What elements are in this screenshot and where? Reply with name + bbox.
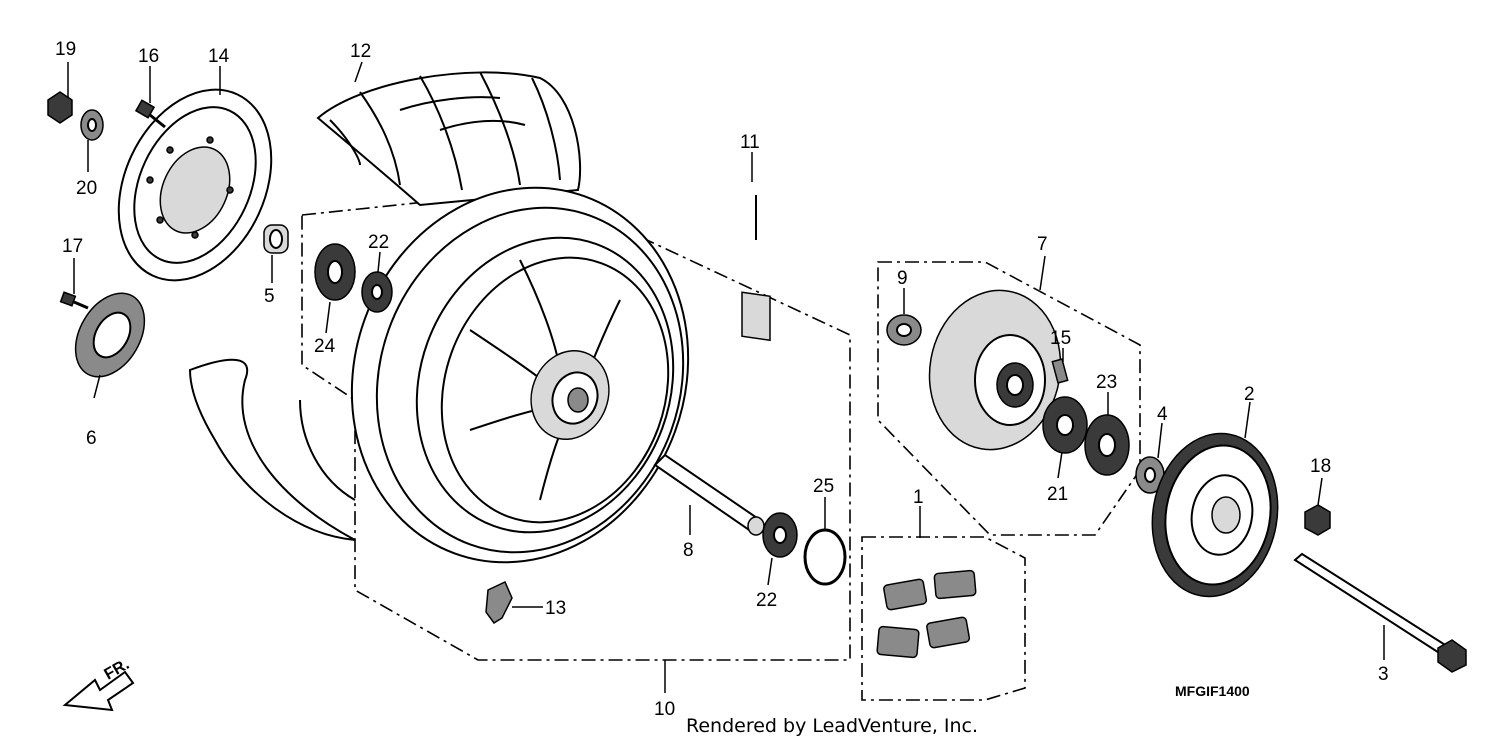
brake-disc <box>117 88 273 282</box>
callout-24: 24 <box>314 336 336 357</box>
rear-wheel <box>350 186 690 564</box>
final-driven-sprocket <box>1151 432 1279 598</box>
callout-16: 16 <box>138 46 159 67</box>
callout-21: 21 <box>1047 484 1068 505</box>
callout-10: 10 <box>654 699 675 720</box>
bolt-16 <box>134 99 156 119</box>
axle-hardware <box>1293 504 1467 673</box>
hub-flange <box>886 289 1165 494</box>
callout-4: 4 <box>1157 404 1168 425</box>
tire-lower-section <box>188 358 356 541</box>
nut-18 <box>1304 504 1331 536</box>
bolt-17 <box>59 291 77 307</box>
damper-rubbers <box>876 569 977 659</box>
callout-22-upper: 22 <box>368 232 389 253</box>
callout-22-lower: 22 <box>756 590 777 611</box>
callout-23: 23 <box>1096 372 1117 393</box>
callout-11: 11 <box>740 132 760 153</box>
callout-19: 19 <box>55 39 76 60</box>
center-hardware <box>485 453 847 625</box>
valve <box>485 580 513 625</box>
distance-collar <box>653 453 762 534</box>
callout-8: 8 <box>683 540 694 561</box>
damper-assembly-outline <box>861 536 1026 701</box>
callout-12: 12 <box>350 41 371 62</box>
render-credit: Rendered by LeadVenture, Inc. <box>686 715 978 737</box>
balance-weight <box>741 195 771 342</box>
callout-6: 6 <box>86 428 97 449</box>
callout-7: 7 <box>1037 234 1048 255</box>
nut-19 <box>47 91 73 124</box>
callout-13: 13 <box>545 598 566 619</box>
callout-14: 14 <box>208 46 230 67</box>
callout-20: 20 <box>76 178 97 199</box>
callout-1: 1 <box>913 487 924 508</box>
hardware-left <box>47 91 393 313</box>
front-direction-arrow: FR. <box>62 656 135 712</box>
callout-15: 15 <box>1050 328 1071 349</box>
hub-assembly-outline <box>877 261 1141 536</box>
leader-lines <box>67 61 1385 693</box>
diagram-code: MFGIF1400 <box>1175 683 1250 699</box>
callout-18: 18 <box>1310 456 1331 477</box>
callout-17: 17 <box>62 236 83 257</box>
callout-9: 9 <box>897 268 908 289</box>
rear-axle <box>1293 552 1452 658</box>
callouts: 1 2 3 4 5 6 7 8 9 10 11 12 13 14 15 16 1… <box>55 39 1389 720</box>
tire <box>316 71 582 207</box>
pulser-ring <box>74 292 146 378</box>
callout-3: 3 <box>1378 664 1389 685</box>
callout-5: 5 <box>264 286 275 307</box>
callout-2: 2 <box>1244 384 1255 405</box>
o-ring <box>803 528 847 586</box>
callout-25: 25 <box>813 476 834 497</box>
